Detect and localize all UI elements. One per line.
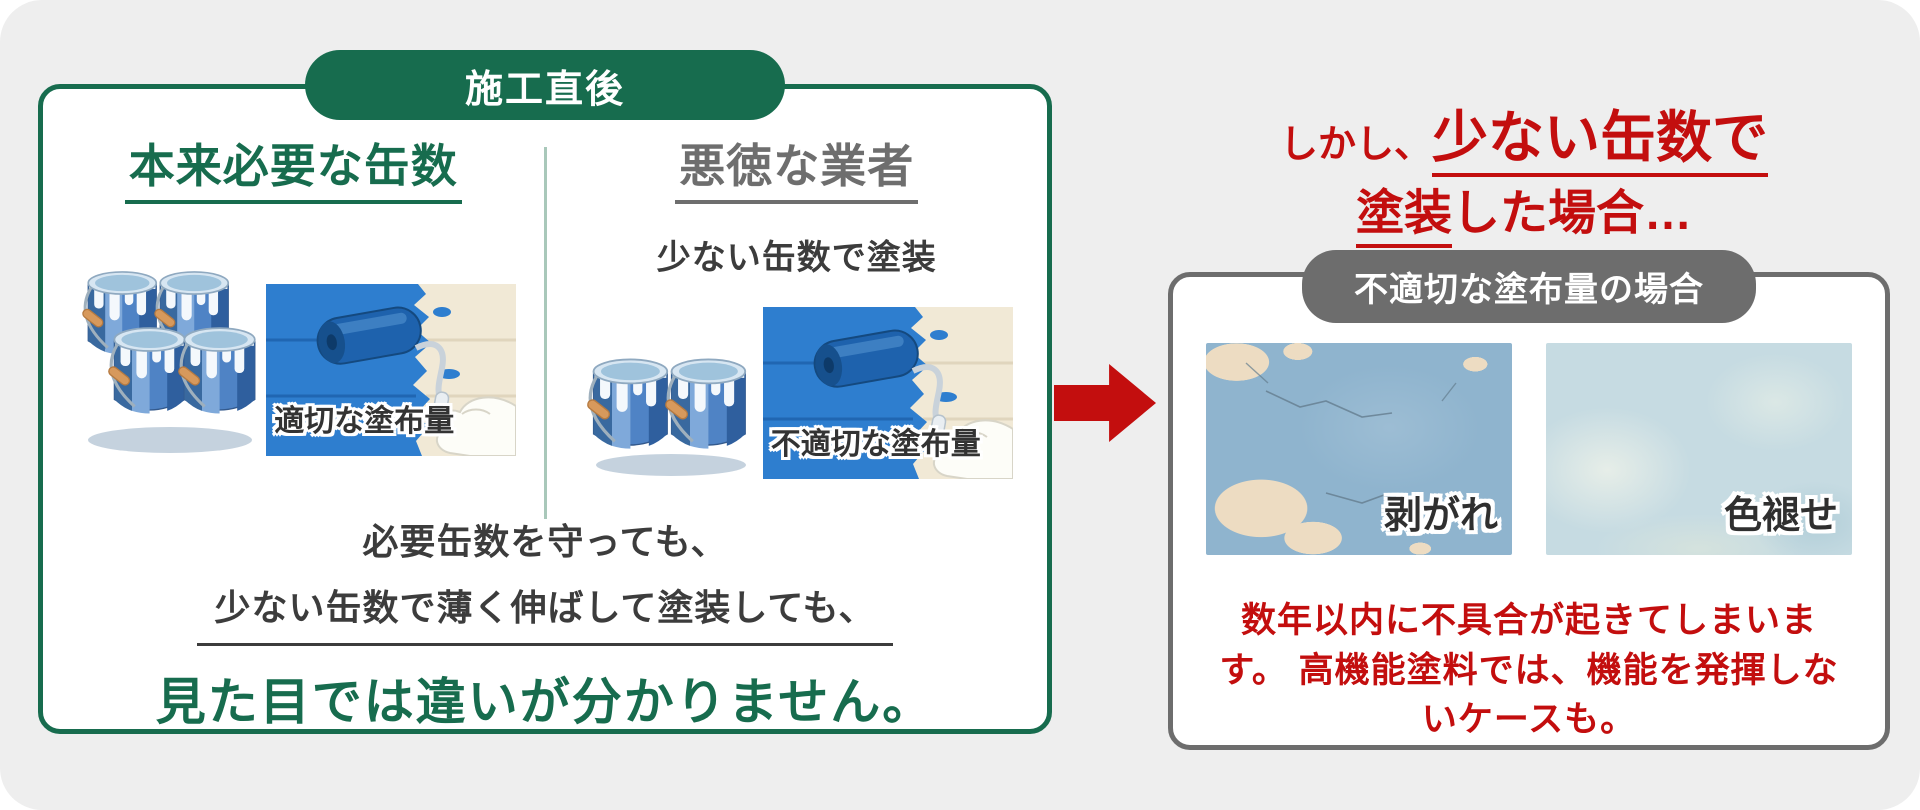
photo-peeling: 剥がれ (1206, 343, 1512, 555)
after-panel-title-pill: 不適切な塗布量の場合 (1302, 250, 1756, 323)
after-headline: しかし、少ない缶数で 塗装した場合… (1168, 105, 1880, 249)
before-panel-caption: 必要缶数を守っても、 少ない缶数で薄く伸ばして塗装しても、 見た目では違いが分か… (43, 513, 1047, 734)
coating-amount-label-proper: 適切な塗布量 (274, 404, 455, 438)
before-panel: 施工直後 本来必要な缶数 適切な塗布量 (38, 50, 1052, 734)
paint-cans-4-icon (79, 270, 257, 453)
warning-line-1: 数年以内に不具合が起きてしまいま (1240, 601, 1817, 640)
roller-illustration-improper: 不適切な塗布量 (763, 307, 1013, 479)
column-divider (543, 147, 547, 519)
rogue-trader-subtitle: 少ない缶数で塗装 (656, 238, 937, 277)
warning-line-3: いケースも。 (1421, 700, 1637, 740)
photo-fading: 色褪せ (1546, 343, 1852, 555)
rogue-trader-column: 悪徳な業者 少ない缶数で塗装 不適切な塗布量 (547, 89, 1048, 589)
after-panel-title: 不適切な塗布量の場合 (1354, 271, 1704, 309)
proper-media-row: 適切な塗布量 (70, 260, 516, 456)
headline-line-1: しかし、少ない缶数で (1280, 105, 1768, 177)
before-panel-title-pill: 施工直後 (305, 50, 785, 120)
rogue-media-row: 不適切な塗布量 (581, 307, 1013, 479)
headline-line-2: 塗装した場合… (1168, 186, 1880, 249)
paint-cans-2-icon (584, 357, 747, 476)
after-panel: 不適切な塗布量の場合 剥がれ 色褪せ 数年以内に不具合が起きてしまいま す。 高… (1168, 250, 1890, 750)
caption-line-1: 必要缶数を守っても、 (362, 521, 728, 562)
caption-line-2: 少ない缶数で薄く伸ばして塗装しても、 (196, 579, 894, 646)
photo-peeling-label: 剥がれ (1383, 495, 1498, 537)
proper-cans-column: 本来必要な缶数 適切な塗布量 (43, 89, 544, 589)
coating-amount-label-improper: 不適切な塗布量 (770, 427, 981, 461)
headline-emphasis-1: 少ない缶数で (1432, 105, 1768, 177)
crack-lines-icon (1245, 362, 1477, 524)
headline-prefix: しかし、 (1279, 123, 1432, 166)
warning-text: 数年以内に不具合が起きてしまいま す。 高機能塗料では、機能を発揮しな いケース… (1187, 596, 1871, 745)
defect-photos: 剥がれ 色褪せ (1173, 343, 1885, 555)
caption-line-3: 見た目では違いが分かりません。 (155, 674, 935, 730)
headline-suffix: した場合… (1452, 187, 1693, 241)
photo-fading-label: 色褪せ (1723, 495, 1838, 537)
comparison-columns: 本来必要な缶数 適切な塗布量 悪徳 (43, 89, 1047, 589)
roller-illustration-proper: 適切な塗布量 (266, 284, 516, 456)
warning-line-2: す。 高機能塗料では、機能を発揮しな (1219, 650, 1839, 690)
rogue-trader-heading: 悪徳な業者 (675, 141, 919, 204)
before-panel-title: 施工直後 (464, 68, 625, 111)
proper-cans-heading: 本来必要な缶数 (124, 141, 462, 204)
headline-emphasis-2: 塗装 (1355, 187, 1452, 249)
